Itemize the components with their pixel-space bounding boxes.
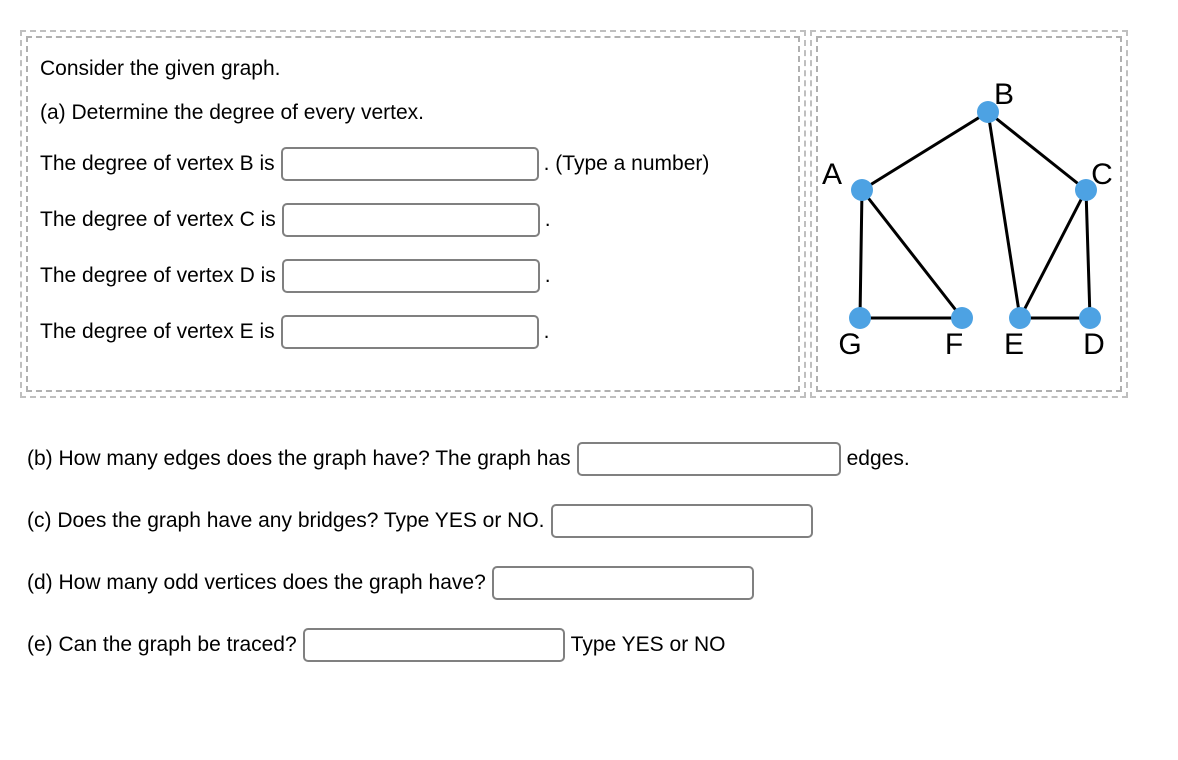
part-e-prefix: (e) Can the graph be traced? bbox=[27, 633, 297, 656]
degree-d-label: The degree of vertex D is bbox=[40, 264, 276, 287]
graph-edge-AB bbox=[860, 110, 990, 192]
part-b-prefix: (b) How many edges does the graph have? … bbox=[27, 447, 571, 470]
degree-e-input[interactable] bbox=[280, 315, 539, 349]
problem-panels: Consider the given graph. (a) Determine … bbox=[20, 30, 1128, 398]
graph-vertex-label-E: E bbox=[1004, 328, 1024, 361]
graph-vertex-B bbox=[977, 101, 999, 123]
graph-vertex-label-B: B bbox=[994, 78, 1014, 111]
graph-vertex-C bbox=[1075, 179, 1097, 201]
degree-c-label: The degree of vertex C is bbox=[40, 208, 276, 231]
graph-edge-CD bbox=[1084, 188, 1092, 320]
graph-figure-panel-inner: A B C D E F G bbox=[816, 36, 1122, 392]
degree-c-suffix: . bbox=[544, 208, 551, 231]
graph-vertex-D bbox=[1079, 307, 1101, 329]
degree-question-b: The degree of vertex B is . (Type a numb… bbox=[40, 136, 798, 192]
part-d-line: (d) How many odd vertices does the graph… bbox=[27, 552, 1127, 614]
graph-edge-CE bbox=[1018, 188, 1088, 320]
part-b-line: (b) How many edges does the graph have? … bbox=[27, 428, 1127, 490]
part-c-line: (c) Does the graph have any bridges? Typ… bbox=[27, 490, 1127, 552]
bridges-input[interactable] bbox=[550, 504, 813, 538]
graph-node-layer bbox=[849, 101, 1101, 329]
graph-label-layer: A B C D E F G bbox=[822, 78, 1113, 361]
graph-edge-BC bbox=[986, 110, 1088, 192]
part-e-line: (e) Can the graph be traced? Type YES or… bbox=[27, 614, 1127, 676]
degree-e-suffix: . bbox=[543, 320, 550, 343]
graph-vertex-label-C: C bbox=[1091, 158, 1113, 191]
graph-vertex-label-F: F bbox=[945, 328, 963, 361]
degree-question-c: The degree of vertex C is . bbox=[40, 192, 798, 248]
edges-count-input[interactable] bbox=[576, 442, 841, 476]
question-panel-inner: Consider the given graph. (a) Determine … bbox=[26, 36, 800, 392]
graph-figure-panel: A B C D E F G bbox=[810, 30, 1128, 398]
degree-b-label: The degree of vertex B is bbox=[40, 152, 275, 175]
graph-vertex-E bbox=[1009, 307, 1031, 329]
degree-e-label: The degree of vertex E is bbox=[40, 320, 275, 343]
degree-question-e: The degree of vertex E is . bbox=[40, 304, 798, 360]
graph-edge-AG bbox=[858, 188, 864, 320]
graph-vertex-A bbox=[851, 179, 873, 201]
graph-edge-AF bbox=[860, 188, 964, 320]
graph-vertex-label-D: D bbox=[1083, 328, 1105, 361]
part-b-suffix: edges. bbox=[846, 447, 910, 470]
odd-vertices-input[interactable] bbox=[491, 566, 754, 600]
graph-vertex-label-G: G bbox=[838, 328, 861, 361]
degree-d-input[interactable] bbox=[281, 259, 540, 293]
question-panel: Consider the given graph. (a) Determine … bbox=[20, 30, 806, 398]
degree-b-input[interactable] bbox=[280, 147, 539, 181]
graph-diagram: A B C D E F G bbox=[818, 38, 1120, 390]
graph-vertex-F bbox=[951, 307, 973, 329]
degree-question-d: The degree of vertex D is . bbox=[40, 248, 798, 304]
degree-b-suffix: . (Type a number) bbox=[543, 152, 710, 175]
graph-vertex-G bbox=[849, 307, 871, 329]
intro-line: Consider the given graph. bbox=[40, 48, 798, 90]
graph-vertex-label-A: A bbox=[822, 158, 842, 191]
part-d-prefix: (d) How many odd vertices does the graph… bbox=[27, 571, 486, 594]
part-e-suffix: Type YES or NO bbox=[570, 633, 726, 656]
bottom-questions: (b) How many edges does the graph have? … bbox=[27, 428, 1127, 676]
part-a-text: (a) Determine the degree of every vertex… bbox=[40, 101, 425, 124]
graph-edge-BE bbox=[986, 110, 1022, 320]
part-a-line: (a) Determine the degree of every vertex… bbox=[40, 90, 798, 136]
graph-svg: A B C D E F G bbox=[822, 78, 1113, 361]
intro-text: Consider the given graph. bbox=[40, 57, 281, 80]
degree-c-input[interactable] bbox=[281, 203, 540, 237]
graph-edge-layer bbox=[858, 110, 1092, 320]
degree-d-suffix: . bbox=[544, 264, 551, 287]
traceable-input[interactable] bbox=[302, 628, 565, 662]
part-c-prefix: (c) Does the graph have any bridges? Typ… bbox=[27, 509, 545, 532]
